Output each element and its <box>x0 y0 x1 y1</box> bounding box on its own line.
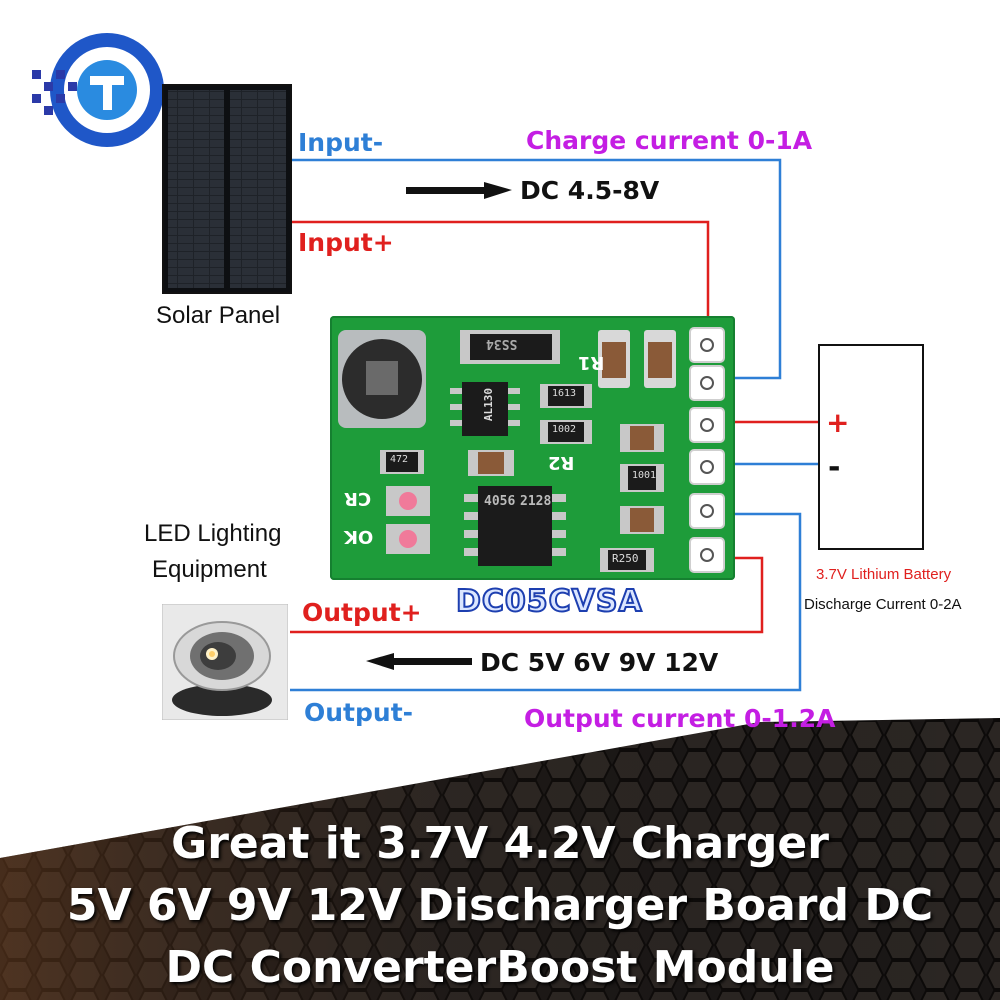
battery-type-label: 3.7V Lithium Battery <box>816 566 952 583</box>
silk-cr: CR <box>344 488 372 509</box>
led-equipment-label-2: Equipment <box>152 556 267 583</box>
resistor-marking-4: 1001 <box>632 470 657 481</box>
resistor-marking-3: 472 <box>390 454 409 465</box>
output-current-label: Output current 0-1.2A <box>524 704 836 733</box>
led-equipment-label-1: LED Lighting <box>144 520 282 547</box>
title-line-2: 5V 6V 9V 12V Discharger Board DC <box>66 880 934 931</box>
input-minus-label: Input- <box>298 128 384 157</box>
wire-input-plus <box>290 220 710 340</box>
wire-input-minus <box>290 158 782 380</box>
chip-marking-top: AL130 <box>482 387 496 422</box>
dc-output-label: DC 5V 6V 9V 12V <box>480 648 719 677</box>
led-light-image <box>162 604 288 720</box>
output-plus-label: Output+ <box>302 598 422 627</box>
discharge-current-label: Discharge Current 0-2A <box>804 596 962 613</box>
brand-logo <box>32 33 164 147</box>
dc-input-label: DC 4.5-8V <box>520 176 660 205</box>
battery-plus-sign: + <box>826 406 850 439</box>
battery-box <box>818 344 924 550</box>
battery-minus-sign: - <box>828 450 841 485</box>
silk-ok: OK <box>344 526 374 547</box>
resistor-marking-1: 1613 <box>552 388 577 399</box>
wire-output-plus <box>290 556 764 634</box>
silk-r1: R1 <box>578 352 605 373</box>
title-line-3: DC ConverterBoost Module <box>165 942 835 993</box>
chip-marking-main-2: 2128 <box>520 494 552 509</box>
wire-output-minus <box>290 512 802 692</box>
input-plus-label: Input+ <box>298 228 394 257</box>
pcb-components <box>338 327 725 573</box>
title-line-1: Great it 3.7V 4.2V Charger <box>171 818 829 869</box>
solar-panel-label: Solar Panel <box>156 302 281 329</box>
arrow-left-icon <box>366 653 472 670</box>
resistor-marking-2: 1002 <box>552 424 577 435</box>
diode-marking: SS34 <box>486 336 518 351</box>
output-minus-label: Output- <box>304 698 414 727</box>
solar-panel-image <box>162 84 292 294</box>
silk-r2: R2 <box>548 452 575 473</box>
board-model-label: DC05CVSA <box>455 583 643 620</box>
chip-marking-main-1: 4056 <box>484 494 516 509</box>
resistor-marking-5: R250 <box>612 552 639 565</box>
charge-current-label: Charge current 0-1A <box>526 126 813 155</box>
arrow-right-icon <box>406 182 512 199</box>
